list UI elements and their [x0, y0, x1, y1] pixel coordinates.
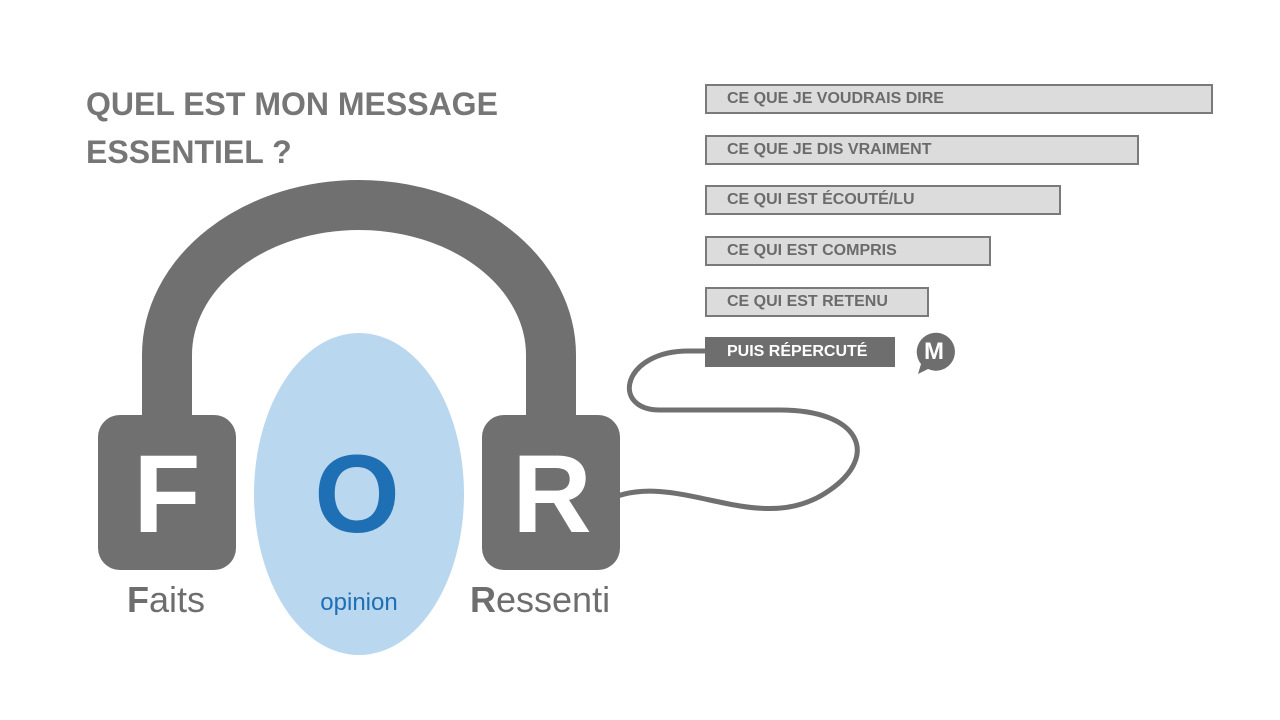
step-bar-5: CE QUI EST RETENU [705, 287, 929, 317]
m-logo-icon [916, 332, 955, 374]
step-bar-1: CE QUE JE VOUDRAIS DIRE [705, 84, 1213, 114]
left-ear-cup [98, 415, 236, 570]
page-title: QUEL EST MON MESSAGE ESSENTIEL ? [86, 80, 498, 176]
letter-o: O [314, 433, 400, 556]
letter-r: R [512, 433, 592, 556]
caption-ressenti: Ressenti [470, 580, 610, 620]
cable [611, 348, 860, 512]
letter-f: F [133, 433, 201, 556]
title-line-2: ESSENTIEL ? [86, 134, 292, 170]
opinion-ellipse [254, 333, 464, 655]
step-bar-4: CE QUI EST COMPRIS [705, 236, 991, 266]
caption-ressenti-rest: essenti [496, 579, 611, 620]
step-bar-3: CE QUI EST ÉCOUTÉ/LU [705, 185, 1061, 215]
right-ear-cup [482, 415, 620, 570]
caption-opinion: opinion [320, 589, 398, 616]
step-bar-2: CE QUE JE DIS VRAIMENT [705, 135, 1139, 165]
headband [142, 180, 576, 430]
caption-faits-rest: aits [149, 579, 206, 620]
step-bar-6: PUIS RÉPERCUTÉ [705, 337, 895, 367]
title-line-1: QUEL EST MON MESSAGE [86, 86, 498, 122]
caption-ressenti-initial: R [470, 579, 496, 620]
caption-faits: Faits [127, 580, 205, 620]
caption-faits-initial: F [127, 579, 149, 620]
m-logo-letter: M [924, 338, 944, 365]
